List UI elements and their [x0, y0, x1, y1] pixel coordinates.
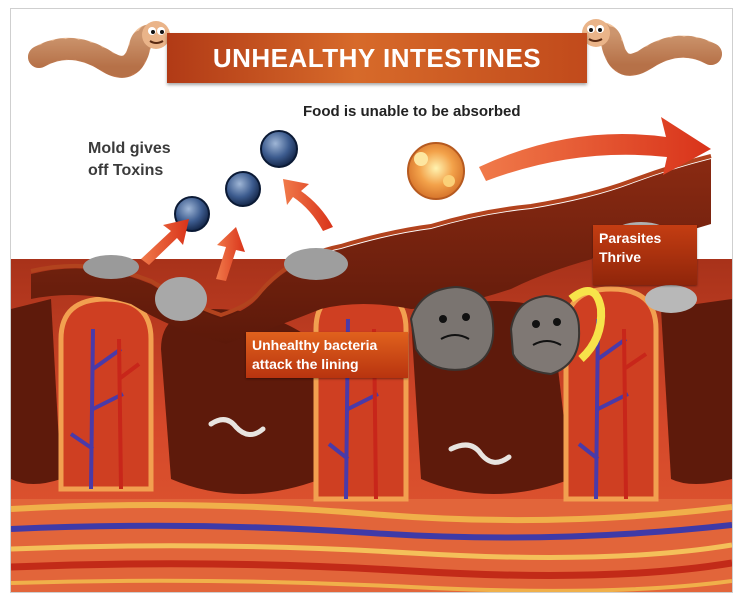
- food-particle-icon: [408, 143, 464, 199]
- parasite-creature-icon: [411, 287, 493, 370]
- mold-spore-icon: [226, 172, 260, 206]
- food-caption: Food is unable to be absorbed: [303, 103, 521, 120]
- intestine-illustration: [11, 9, 732, 592]
- worm-mascot-icon: [39, 21, 170, 67]
- mold-caption-line-2: off Toxins: [88, 160, 208, 182]
- bacteria-label-line-2: attack the lining: [252, 355, 402, 374]
- bacteria-label: Unhealthy bacteria attack the lining: [246, 332, 408, 378]
- mold-spore-icon: [261, 131, 297, 167]
- page-title: UNHEALTHY INTESTINES: [213, 43, 541, 74]
- mold-caption: Mold gives off Toxins: [88, 138, 208, 182]
- diagram-frame: UNHEALTHY INTESTINES Food is unable to b…: [10, 8, 733, 593]
- bacteria-label-line-1: Unhealthy bacteria: [252, 336, 402, 355]
- parasites-label-line-2: Thrive: [599, 248, 691, 267]
- title-banner: UNHEALTHY INTESTINES: [167, 33, 587, 83]
- worm-mascot-icon: [582, 19, 711, 65]
- mold-caption-line-1: Mold gives: [88, 138, 208, 160]
- parasites-label-line-1: Parasites: [599, 229, 691, 248]
- parasites-label: Parasites Thrive: [593, 225, 697, 285]
